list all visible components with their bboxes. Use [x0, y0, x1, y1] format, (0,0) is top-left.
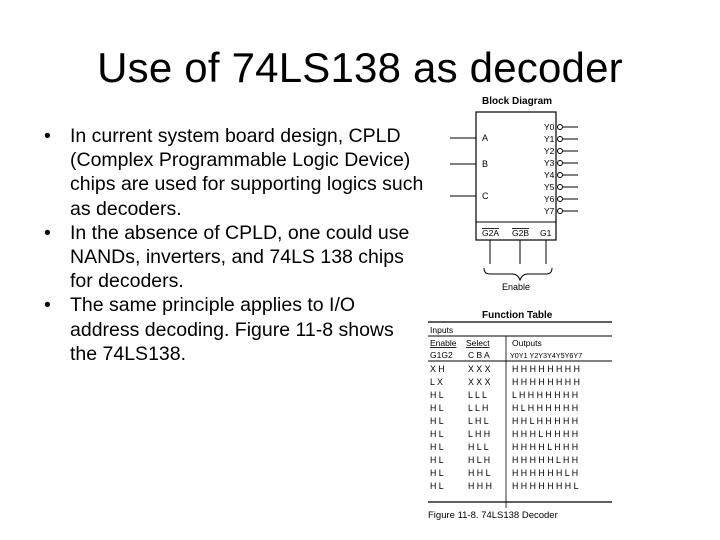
slide-title: Use of 74LS138 as decoder	[97, 44, 623, 91]
bullet-list: In current system board design, CPLD (Co…	[44, 124, 424, 366]
table-cell-enable: X H	[430, 364, 445, 374]
table-row: L X X X X H H H H H H H H	[430, 377, 580, 387]
table-cell-outputs: H L H H H H H H	[512, 403, 578, 413]
table-cell-enable: H L	[430, 468, 444, 478]
enable-label-g1: G1	[540, 228, 552, 238]
table-cell-select: X X X	[468, 364, 491, 374]
table-cell-select: L H L	[468, 416, 489, 426]
table-row: H L H H H H H H H H H H L	[430, 481, 579, 491]
block-diagram-heading: Block Diagram	[482, 96, 552, 107]
table-cell-select: H H H	[468, 481, 492, 491]
decoder-figure: Block Diagram A B C Y0 Y1 Y2 Y3 Y4	[420, 88, 720, 528]
table-row: H L L H H H H H L H H H H	[430, 429, 578, 439]
output-label: Y1	[544, 134, 555, 144]
table-cell-enable: H L	[430, 455, 444, 465]
output-label: Y0	[544, 122, 555, 132]
table-cell-enable: H L	[430, 442, 444, 452]
output-label: Y6	[544, 194, 555, 204]
output-label: Y5	[544, 182, 555, 192]
decoder-figure-svg: Block Diagram A B C Y0 Y1 Y2 Y3 Y4	[428, 96, 612, 521]
output-bubble	[557, 184, 563, 190]
table-cell-outputs: H H H L H H H H	[512, 429, 578, 439]
table-cell-select: L H H	[468, 429, 490, 439]
table-cell-outputs: L H H H H H H H	[512, 390, 578, 400]
bullet-item: The same principle applies to I/O addres…	[44, 293, 424, 366]
table-cell-enable: H L	[430, 416, 444, 426]
table-cell-outputs: H H H H H H H H	[512, 364, 580, 374]
output-pins: Y0 Y1 Y2 Y3 Y4 Y5 Y6 Y7	[544, 122, 578, 216]
table-row: H L H L L H H H H L H H H	[430, 442, 578, 452]
chip-body	[475, 111, 557, 241]
table-cell-select: X X X	[468, 377, 491, 387]
enable-label-g2b: G2B	[512, 228, 529, 238]
output-label: Y2	[544, 146, 555, 156]
table-cell-enable: H L	[430, 403, 444, 413]
enable-caption: Enable	[502, 282, 530, 292]
table-row: H L L L H H L H H H H H H	[430, 403, 578, 413]
table-cell-select: H L L	[468, 442, 489, 452]
figure-caption: Figure 11-8. 74LS138 Decoder	[428, 510, 558, 521]
table-cell-enable: H L	[430, 481, 444, 491]
table-body: X H X X X H H H H H H H H L X X X X H H …	[430, 364, 580, 491]
output-bubble	[557, 160, 563, 166]
table-cell-enable: H L	[430, 429, 444, 439]
output-bubble	[557, 196, 563, 202]
table-cell-select: L L H	[468, 403, 488, 413]
col-header-enable: G1G2	[430, 350, 453, 360]
col-header-outputs: Y0Y1 Y2Y3Y4Y5Y6Y7	[510, 351, 582, 360]
table-cell-select: H L H	[468, 455, 490, 465]
output-bubble	[557, 208, 563, 214]
table-cell-outputs: H H H H L H H H	[512, 442, 578, 452]
output-bubble	[557, 136, 563, 142]
inputs-header: Inputs	[430, 325, 453, 335]
enable-header: Enable	[430, 338, 457, 348]
table-cell-select: H H L	[468, 468, 491, 478]
enable-label-g2a: G2A	[482, 228, 499, 238]
table-cell-outputs: H H L H H H H H	[512, 416, 578, 426]
enable-brace	[483, 267, 553, 282]
input-label-b: B	[482, 159, 488, 169]
table-cell-outputs: H H H H H L H H	[512, 455, 578, 465]
table-row: H L H H L H H H H H H L H	[430, 468, 578, 478]
input-label-a: A	[482, 133, 488, 143]
table-cell-outputs: H H H H H H H H	[512, 377, 580, 387]
bullet-item: In the absence of CPLD, one could use NA…	[44, 221, 424, 294]
table-row: H L L L L L H H H H H H H	[430, 390, 578, 400]
output-bubble	[557, 148, 563, 154]
table-cell-enable: L X	[430, 377, 443, 387]
table-cell-select: L L L	[468, 390, 487, 400]
output-bubble	[557, 172, 563, 178]
table-row: X H X X X H H H H H H H H	[430, 364, 580, 374]
output-label: Y4	[544, 170, 555, 180]
output-label: Y7	[544, 206, 555, 216]
output-label: Y3	[544, 158, 555, 168]
select-header: Select	[466, 338, 490, 348]
function-table-heading: Function Table	[482, 310, 553, 321]
col-header-select: C B A	[468, 350, 490, 360]
table-cell-outputs: H H H H H H L H	[512, 468, 578, 478]
input-label-c: C	[482, 191, 489, 201]
table-row: H L H L H H H H H H L H H	[430, 455, 578, 465]
table-cell-enable: H L	[430, 390, 444, 400]
bullet-item: In current system board design, CPLD (Co…	[44, 124, 424, 221]
table-row: H L L H L H H L H H H H H	[430, 416, 578, 426]
output-bubble	[557, 124, 563, 130]
table-cell-outputs: H H H H H H H L	[512, 481, 579, 491]
outputs-header: Outputs	[512, 338, 542, 348]
